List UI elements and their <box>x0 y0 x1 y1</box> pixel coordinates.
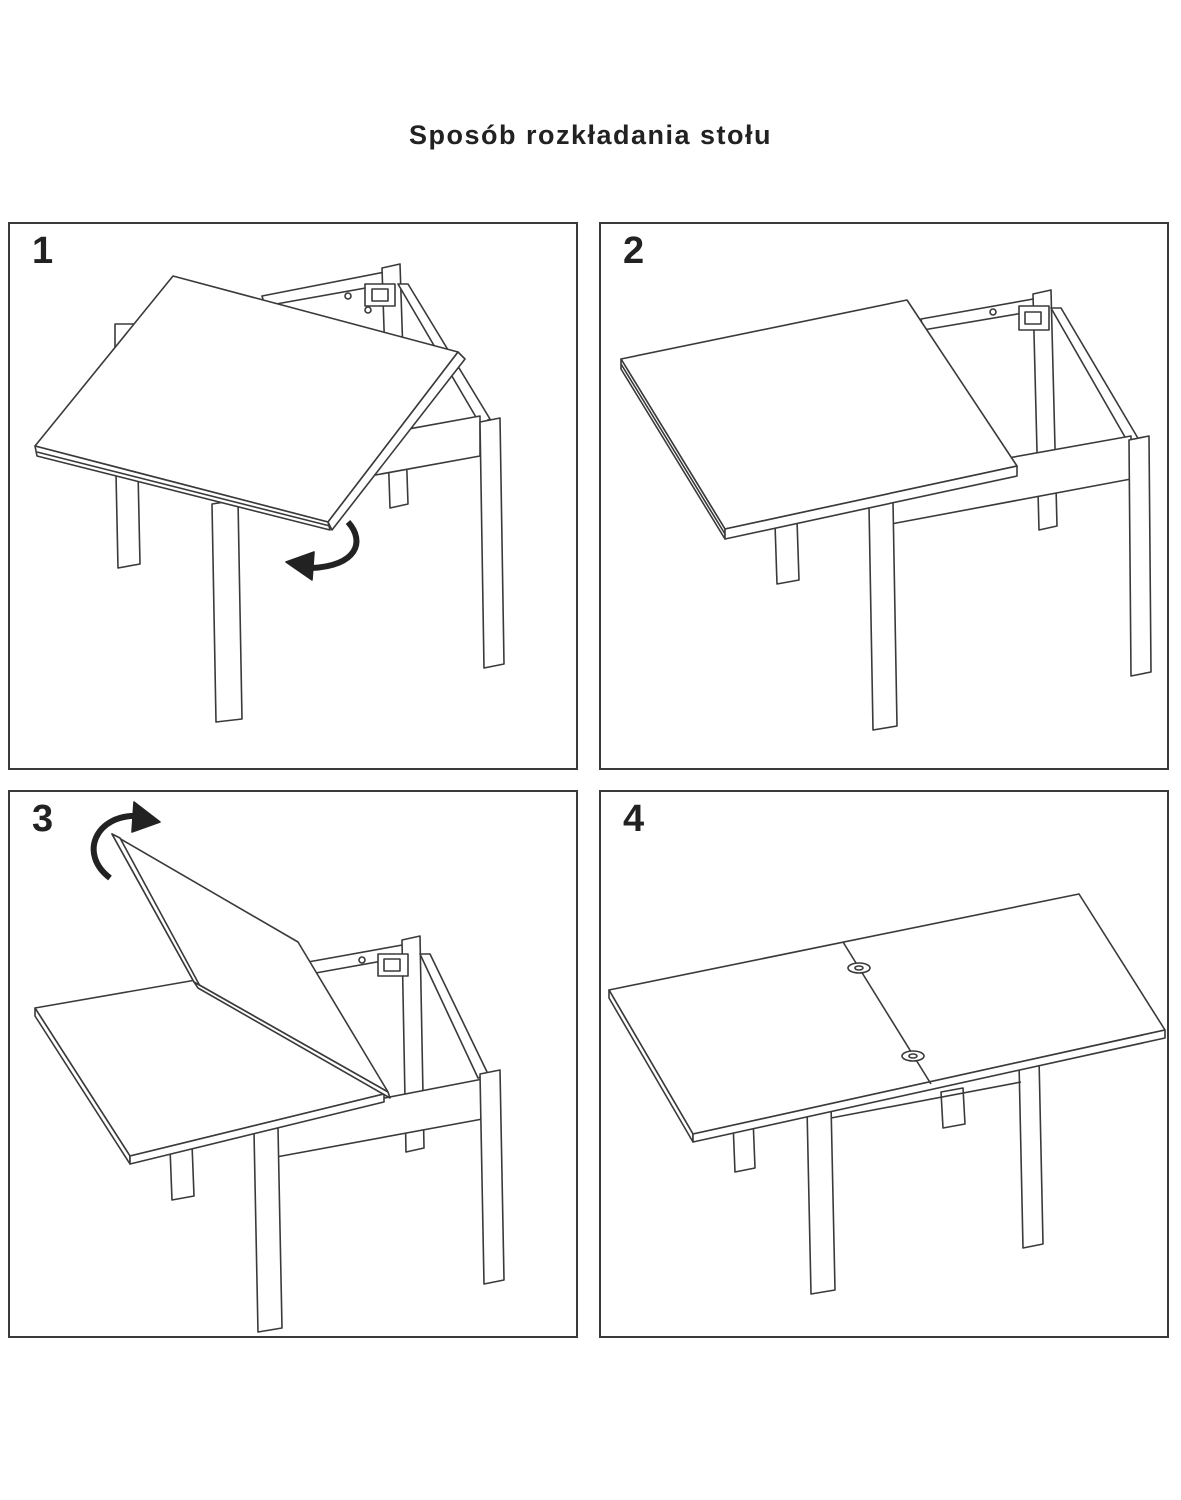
table-top-edge-side <box>328 352 465 530</box>
page-title: Sposób rozkładania stołu <box>408 120 773 150</box>
front-left-leg <box>807 1104 835 1294</box>
table-top-base-edge-front <box>130 1094 384 1164</box>
front-left-leg <box>212 500 242 722</box>
front-right-leg <box>1019 1058 1043 1248</box>
back-right-leg <box>941 1088 965 1128</box>
hinge-plate <box>1025 312 1041 324</box>
table-top-edge-line <box>37 452 330 526</box>
step-number-2: 2 <box>623 230 645 272</box>
step-panel-3: 3 <box>8 790 578 1338</box>
front-left-leg-short <box>116 471 140 568</box>
table-top-edge-front <box>725 466 1017 539</box>
rotate-arrow-icon <box>312 522 356 568</box>
screw-icon <box>345 293 351 299</box>
screw-icon <box>990 309 996 315</box>
front-right-leg <box>480 1070 504 1284</box>
side-rail <box>420 954 488 1078</box>
rotate-arrow-icon <box>94 816 138 878</box>
table-top-rotated-illustration <box>601 224 1167 768</box>
front-left-leg <box>869 502 897 730</box>
table-fully-extended-illustration <box>601 792 1167 1336</box>
table-folded-top-rotating-illustration <box>10 224 576 768</box>
step-number-3: 3 <box>32 798 54 840</box>
front-right-leg <box>1129 436 1151 676</box>
arrow-head-icon <box>286 552 314 580</box>
step-number-4: 4 <box>623 798 645 840</box>
step-panel-4: 4 <box>599 790 1169 1338</box>
screw-icon <box>359 957 365 963</box>
table-top-edge-front <box>693 1030 1165 1142</box>
connector-center-icon <box>909 1054 917 1058</box>
table-leaf-edge-bottom <box>194 982 390 1098</box>
side-rail <box>1051 308 1139 444</box>
step-number-1: 1 <box>32 230 54 272</box>
table-top-edge-line <box>621 364 725 534</box>
screw-icon <box>365 307 371 313</box>
hinge-plate <box>384 959 400 971</box>
front-right-leg <box>480 418 504 668</box>
step-panel-2: 2 <box>599 222 1169 770</box>
hinge-plate <box>372 289 388 301</box>
table-leaf-unfolding-illustration <box>10 792 576 1336</box>
step-panel-1: 1 <box>8 222 578 770</box>
arrow-head-icon <box>132 802 160 832</box>
front-left-leg-short <box>775 520 799 584</box>
connector-center-icon <box>855 966 863 970</box>
front-rail <box>831 1082 1021 1118</box>
front-left-leg <box>254 1128 282 1332</box>
